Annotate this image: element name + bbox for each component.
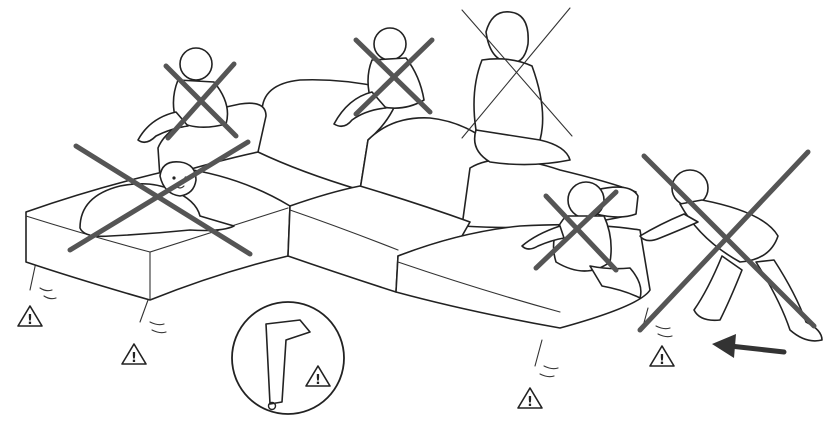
- sofa-leg-front-right: [535, 340, 542, 366]
- headrest-bracket-detail: [232, 302, 344, 414]
- person-pushing: [640, 170, 822, 341]
- warning-triangle-icon: !: [18, 306, 42, 328]
- sofa-leg-front-left: [140, 300, 148, 322]
- person-arm: [640, 214, 698, 241]
- warning-mark: !: [27, 313, 33, 328]
- warning-mark: !: [315, 373, 321, 388]
- warning-mark: !: [527, 395, 533, 410]
- woman-hair: [486, 12, 528, 63]
- warning-mark: !: [659, 353, 665, 368]
- dog-eye-left: [172, 176, 175, 179]
- child-head: [374, 28, 406, 60]
- warning-mark: !: [131, 351, 137, 366]
- child-head: [180, 48, 212, 80]
- child-head: [568, 182, 604, 218]
- sofa-leg-left: [30, 262, 36, 290]
- woman-on-backrest: [474, 12, 570, 165]
- warning-triangle-icon: !: [650, 346, 674, 368]
- arrow-left-icon: [712, 334, 784, 358]
- warning-triangle-icon: !: [122, 344, 146, 366]
- warning-triangle-icon: !: [518, 388, 542, 410]
